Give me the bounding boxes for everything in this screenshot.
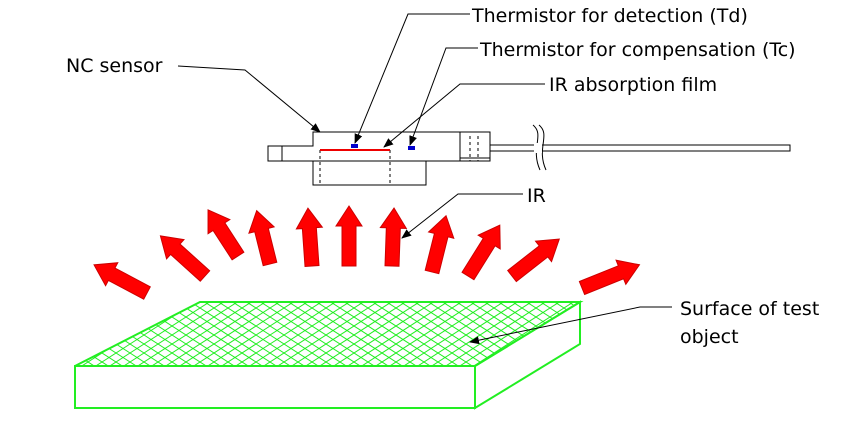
label-td: Thermistor for detection (Td) bbox=[471, 5, 748, 27]
mesh-line bbox=[816, 290, 846, 380]
mesh-line bbox=[0, 290, 18, 380]
leader-tc bbox=[409, 47, 478, 146]
ir-arrow bbox=[207, 209, 245, 261]
mesh-line bbox=[0, 290, 60, 380]
label-ir: IR bbox=[527, 185, 546, 207]
mesh-line bbox=[0, 290, 74, 380]
label-surface-line1: Surface of test bbox=[680, 298, 819, 320]
mesh-line bbox=[0, 290, 4, 380]
ir-arrow bbox=[379, 207, 408, 267]
ir-arrow bbox=[424, 214, 455, 275]
mesh-line bbox=[549, 302, 580, 366]
mesh-line bbox=[830, 290, 846, 380]
mesh-line bbox=[0, 290, 32, 380]
label-film: IR absorption film bbox=[549, 74, 717, 96]
mesh-line bbox=[0, 290, 60, 380]
mesh-line bbox=[0, 290, 32, 380]
ir-arrow bbox=[506, 238, 561, 283]
ir-arrow bbox=[93, 262, 151, 300]
thermistor-tc bbox=[408, 146, 415, 150]
mesh-line bbox=[0, 290, 74, 380]
sensor-lower-body bbox=[312, 160, 427, 186]
mesh-line bbox=[0, 290, 46, 380]
label-tc: Thermistor for compensation (Tc) bbox=[479, 39, 796, 61]
mesh-line bbox=[830, 290, 846, 380]
leader-td bbox=[354, 13, 470, 144]
mesh-line bbox=[465, 302, 580, 366]
ir-arrow bbox=[335, 205, 363, 267]
ir-arrows bbox=[93, 205, 641, 300]
label-nc-sensor: NC sensor bbox=[66, 55, 163, 77]
mesh-line bbox=[521, 302, 580, 366]
thermistor-td bbox=[351, 144, 358, 148]
sensor-cable bbox=[490, 144, 791, 152]
leader-surface bbox=[469, 306, 672, 345]
label-surface-line2: object bbox=[680, 326, 739, 348]
mesh-line bbox=[535, 302, 580, 366]
ir-arrow bbox=[461, 224, 501, 281]
sensor-housing bbox=[267, 131, 491, 162]
leader-ir bbox=[401, 193, 523, 239]
leader-film bbox=[383, 83, 545, 148]
mesh-line bbox=[816, 290, 846, 380]
mesh-line bbox=[0, 290, 46, 380]
mesh-line bbox=[0, 290, 4, 380]
surface-right-face bbox=[474, 300, 581, 410]
leader-nc-sensor bbox=[177, 65, 321, 133]
nc-sensor bbox=[267, 124, 791, 186]
mesh-line bbox=[493, 302, 580, 366]
mesh-line bbox=[0, 290, 18, 380]
test-object bbox=[0, 290, 846, 410]
ir-arrow bbox=[248, 209, 278, 267]
ir-arrow bbox=[578, 259, 641, 296]
ir-arrow bbox=[159, 235, 211, 282]
ir-arrow bbox=[295, 207, 324, 268]
leader-lines bbox=[177, 13, 672, 345]
labels: Thermistor for detection (Td) Thermistor… bbox=[66, 5, 819, 348]
surface-front-face bbox=[74, 365, 476, 409]
mesh-line bbox=[479, 302, 580, 366]
